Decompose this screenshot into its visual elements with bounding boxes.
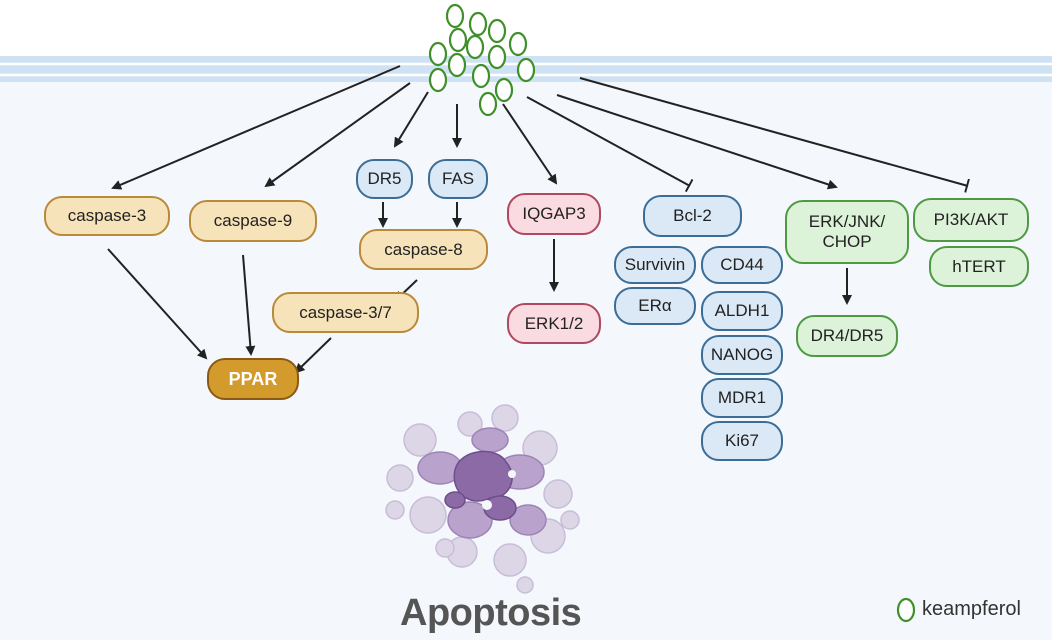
caspase-9-node: caspase-9 [189, 200, 317, 242]
kaempferol-molecules-icon [428, 3, 536, 117]
dr4-dr5-node: DR4/DR5 [796, 315, 898, 357]
er-alpha-node: ERα [614, 287, 696, 325]
erk-jnk-line: ERK/JNK/ [808, 212, 886, 232]
bcl-2-node: Bcl-2 [643, 195, 742, 237]
survivin-node: Survivin [614, 246, 696, 284]
erk1-2-node: ERK1/2 [507, 303, 601, 344]
caspase-3-node: caspase-3 [44, 196, 170, 236]
pi3k-akt-node: PI3K/AKT [913, 198, 1029, 242]
legend-label: keampferol [922, 598, 1021, 620]
legend-kaempferol-icon [896, 597, 916, 623]
aldh1-node: ALDH1 [701, 291, 783, 331]
apoptosis-title: Apoptosis [400, 592, 582, 634]
iqgap3-node: IQGAP3 [507, 193, 601, 235]
caspase-3-7-node: caspase-3/7 [272, 292, 419, 333]
htert-node: hTERT [929, 246, 1029, 287]
ki67-node: Ki67 [701, 421, 783, 461]
cd44-node: CD44 [701, 246, 783, 284]
mdr1-node: MDR1 [701, 378, 783, 418]
fas-node: FAS [428, 159, 488, 199]
erk-jnk-chop-node: ERK/JNK/ CHOP [785, 200, 909, 264]
chop-line: CHOP [822, 232, 872, 251]
dr5-node: DR5 [356, 159, 413, 199]
nanog-node: NANOG [701, 335, 783, 375]
ppar-node: PPAR [207, 358, 299, 400]
caspase-8-node: caspase-8 [359, 229, 488, 270]
apoptotic-cell-icon [385, 404, 580, 594]
pathway-arrows [107, 65, 970, 374]
